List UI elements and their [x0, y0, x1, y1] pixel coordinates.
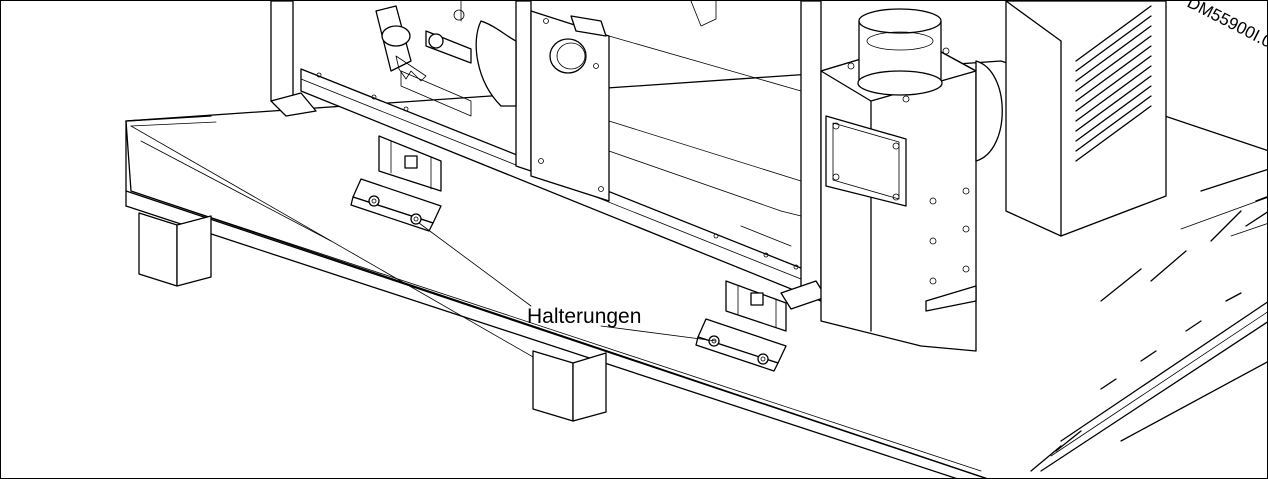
- piping: [375, 1, 802, 247]
- bracket-left: [350, 135, 442, 232]
- frame-post-left: [270, 1, 294, 102]
- frame-post-center: [515, 1, 532, 172]
- frame-post-right: [800, 1, 822, 302]
- pallet-front-edge: [125, 190, 988, 478]
- machine: [270, 1, 1167, 372]
- document-code: DM55900I.0...: [1184, 1, 1268, 58]
- pallet-front-inner-line: [160, 200, 982, 472]
- fan-cylinder: [975, 60, 1003, 162]
- callout-label: Halterungen: [527, 305, 641, 328]
- pallet-front-edge-lower: [125, 205, 957, 478]
- pallet-foot-left: [138, 212, 212, 287]
- vent-louvres-icon: [1075, 5, 1152, 162]
- pipe-stub: [847, 8, 950, 103]
- sight-glass-icon: [549, 38, 587, 74]
- pallet-foot-middle: [532, 350, 607, 422]
- bracket-right: [695, 280, 787, 372]
- control-cabinet: [1005, 1, 1167, 237]
- callout-leaders: [418, 222, 717, 342]
